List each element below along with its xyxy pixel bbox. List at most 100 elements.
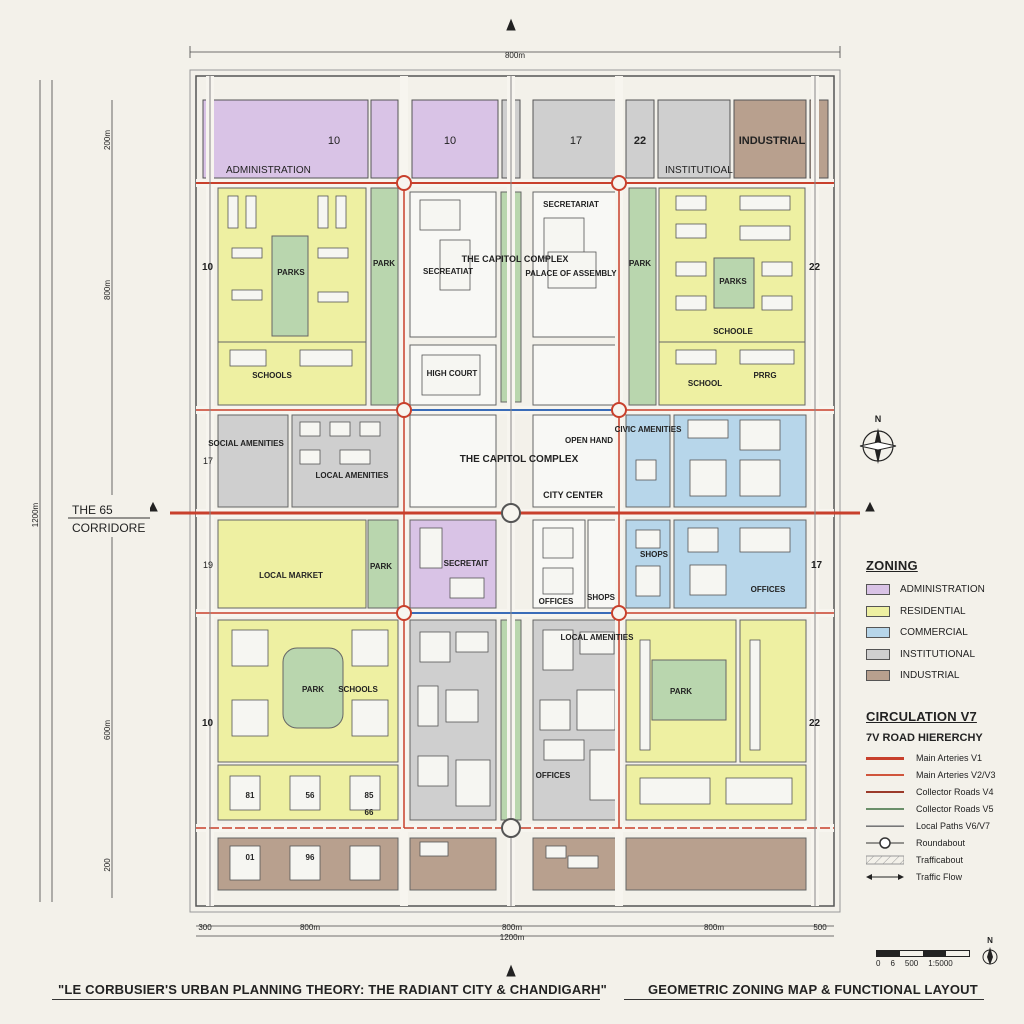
label-block-56: 56 bbox=[306, 791, 315, 800]
label-block-85: 85 bbox=[365, 791, 374, 800]
road-legend-item: Collector Roads V4 bbox=[866, 784, 1016, 801]
label-high-court: HIGH COURT bbox=[427, 369, 478, 378]
park-mid-w bbox=[367, 519, 399, 609]
label-secretariat-mid: SECRETAIT bbox=[444, 559, 489, 568]
label-park-sw: PARK bbox=[302, 685, 324, 694]
road-legend-item: Main Arteries V2/V3 bbox=[866, 767, 1016, 784]
zoning-swatch bbox=[866, 670, 890, 682]
side-left-10b: 10 bbox=[202, 718, 214, 729]
zoning-swatch bbox=[866, 605, 890, 617]
footer-title: "LE CORBUSIER'S URBAN PLANNING THEORY: T… bbox=[58, 982, 607, 997]
road-legend-item: Traffic Flow bbox=[866, 869, 1016, 886]
dim-top: 800m bbox=[505, 51, 525, 60]
label-schools-sw: SCHOOLS bbox=[338, 685, 378, 694]
label-capitol-complex-center: THE CAPITOL COMPLEX bbox=[460, 454, 579, 465]
zoning-swatch bbox=[866, 584, 890, 596]
label-secretariat-n: SECRETARIAT bbox=[543, 200, 599, 209]
dim-bottom-3: 800m bbox=[502, 923, 522, 932]
zoning-title: ZONING bbox=[866, 558, 918, 573]
block-social-amenities bbox=[217, 414, 289, 508]
zoning-label: COMMERCIAL bbox=[900, 627, 968, 639]
park-se bbox=[651, 659, 727, 721]
label-park-se: PARK bbox=[670, 687, 692, 696]
road-legend-item: Local Paths V6/V7 bbox=[866, 818, 1016, 835]
map-outer-frame bbox=[189, 69, 841, 913]
dimension-lines bbox=[39, 46, 841, 937]
road-symbol-icon bbox=[866, 871, 904, 883]
zoning-swatch bbox=[866, 627, 890, 639]
road-symbol-icon bbox=[866, 803, 904, 815]
side-left-19: 19 bbox=[203, 560, 213, 570]
scale-bar: 0 6 500 1:5000 bbox=[876, 950, 970, 968]
zoning-label: ADMINISTRATION bbox=[900, 584, 985, 596]
scale-label-1: 6 bbox=[890, 959, 895, 968]
zone-institutional-top bbox=[657, 99, 731, 179]
zone-industrial-top bbox=[733, 99, 807, 179]
road-symbol-icon bbox=[866, 769, 904, 781]
side-right-22a: 22 bbox=[809, 262, 821, 273]
label-schools-w: SCHOOLS bbox=[252, 371, 292, 380]
road-legend-item: Roundabout bbox=[866, 835, 1016, 852]
road-symbol-icon bbox=[866, 837, 904, 849]
zoning-legend-item: INSTITUTIONAL bbox=[866, 644, 1016, 666]
label-administration: ADMINISTRATION bbox=[226, 165, 311, 176]
label-parks-ne: PARKS bbox=[719, 277, 747, 286]
label-palace-assembly: PALACE OF ASSEMBLY bbox=[525, 269, 617, 278]
label-civic-amenities: CIVIC AMENITIES bbox=[615, 425, 682, 434]
road-symbol-icon bbox=[866, 786, 904, 798]
label-block-66: 66 bbox=[365, 808, 374, 817]
zone-administration-top bbox=[202, 99, 369, 179]
block-city-center bbox=[532, 414, 622, 508]
label-park-mid-w: PARK bbox=[370, 562, 392, 571]
label-city-center: CITY CENTER bbox=[543, 490, 603, 500]
park-strip-w bbox=[370, 187, 399, 406]
label-shops-e: SHOPS bbox=[640, 550, 669, 559]
road-label: Collector Roads V4 bbox=[916, 787, 994, 797]
corridor-label-line1: THE 65 bbox=[72, 503, 113, 517]
compass-label: N bbox=[874, 414, 882, 424]
label-block-01: 01 bbox=[246, 853, 255, 862]
dim-left-1: 200m bbox=[103, 130, 112, 150]
building-footprints bbox=[227, 195, 795, 881]
label-park-strip-e: PARK bbox=[629, 259, 651, 268]
footer-rule-right bbox=[624, 999, 984, 1000]
road-symbol-icon bbox=[866, 854, 904, 866]
dim-left-2: 800m bbox=[103, 280, 112, 300]
road-legend-item: Main Arteries V1 bbox=[866, 750, 1016, 767]
side-left-17: 17 bbox=[203, 456, 213, 466]
scale-north-arrow-icon bbox=[982, 947, 998, 965]
dim-bottom-4: 800m bbox=[704, 923, 724, 932]
traffic-arrows bbox=[148, 18, 875, 977]
label-top-22: 22 bbox=[634, 135, 646, 147]
road-legend-item: Collector Roads V5 bbox=[866, 801, 1016, 818]
roundabouts bbox=[396, 175, 627, 838]
label-top-industrial: INDUSTRIAL bbox=[739, 135, 806, 147]
dim-bottom-total: 1200m bbox=[500, 933, 525, 942]
scale-label-2: 500 bbox=[904, 959, 919, 968]
road-label: Traffic Flow bbox=[916, 872, 963, 882]
park-strip-e bbox=[628, 187, 657, 406]
block-open-hand-n bbox=[532, 344, 622, 406]
zone-administration-10 bbox=[411, 99, 499, 179]
dim-left-total: 1200m bbox=[31, 502, 40, 527]
footer-subtitle: GEOMETRIC ZONING MAP & FUNCTIONAL LAYOUT bbox=[648, 982, 978, 997]
dim-bottom-5: 500 bbox=[813, 923, 827, 932]
label-schoole-ne: SCHOOLE bbox=[713, 327, 753, 336]
dim-left-3: 600m bbox=[103, 720, 112, 740]
park-ne bbox=[713, 257, 755, 309]
corridor-label-line2: CORRIDORE bbox=[72, 521, 145, 535]
road-legend-item: Trafficabout bbox=[866, 852, 1016, 869]
north-arrow-icon: N bbox=[856, 414, 900, 470]
label-local-amenities-w: LOCAL AMENITIES bbox=[316, 471, 390, 480]
label-shops-mid: SHOPS bbox=[587, 593, 616, 602]
label-capitol-complex: THE CAPITOL COMPLEX bbox=[462, 254, 569, 264]
zoning-swatch bbox=[866, 648, 890, 660]
label-block-81: 81 bbox=[246, 791, 255, 800]
label-top-10a: 10 bbox=[328, 135, 340, 147]
scale-bar-graphic bbox=[876, 950, 970, 957]
zoning-label: RESIDENTIAL bbox=[900, 605, 966, 617]
road-label: Roundabout bbox=[916, 838, 966, 848]
label-top-17: 17 bbox=[570, 135, 582, 147]
